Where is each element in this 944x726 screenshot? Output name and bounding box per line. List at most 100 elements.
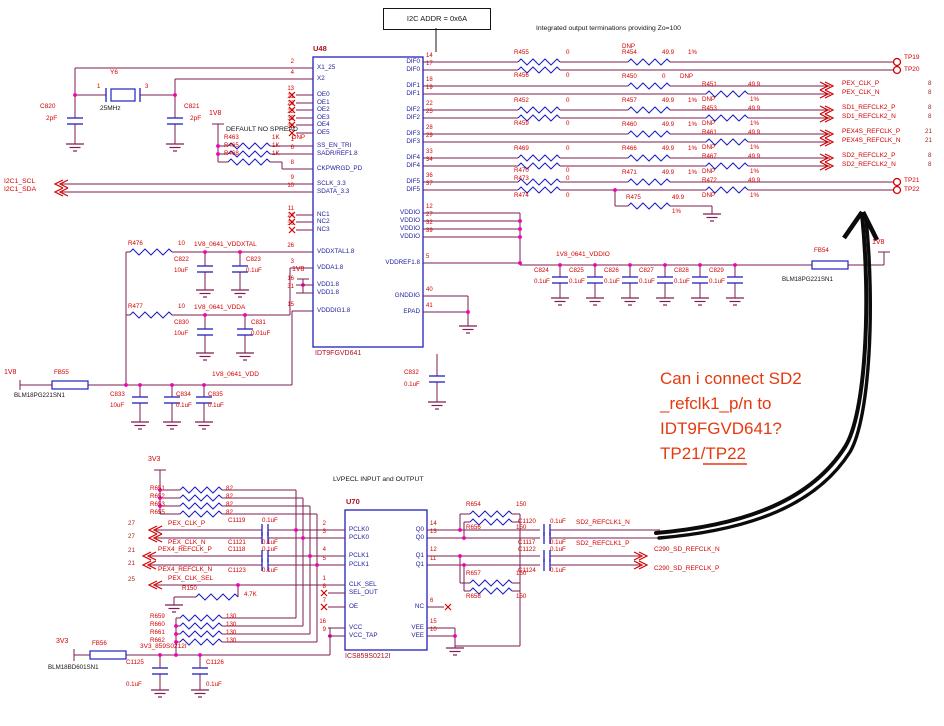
- pin-label-u70-vcc-tap-9: VCC_TAP: [349, 632, 378, 639]
- testpoint-tp21: [892, 177, 902, 187]
- offpage-connector-icon: [819, 113, 830, 123]
- y6-ref: Y6: [110, 69, 118, 76]
- junction-dot: [238, 250, 242, 254]
- hand-drawn-arrow: [657, 216, 873, 540]
- r461-tol: 1%: [750, 144, 759, 151]
- pin-number-u70-10: 10: [430, 627, 437, 633]
- junction-dot: [158, 496, 162, 500]
- testpoint-label-tp20: TP20: [904, 66, 920, 73]
- r452-val: 0: [566, 97, 570, 104]
- crystal-symbol-y6: [110, 88, 136, 102]
- offpage-connector-icon: [152, 580, 163, 590]
- handwritten-annotation: Can i connect SD2 _refclk1_p/n to IDT9FG…: [660, 366, 802, 466]
- junction-dot: [243, 313, 247, 317]
- resistor-symbol-r653: [179, 502, 223, 510]
- offpage-connector-icon: [53, 179, 64, 189]
- pin-number-u48-18: 18: [426, 77, 433, 83]
- offpage-connector-icon: [141, 560, 152, 570]
- r653-ref: R653: [150, 501, 165, 508]
- junction-dot: [158, 504, 162, 508]
- pin-label-u48-x1-25-2: X1_25: [317, 64, 336, 71]
- annotation-line-3: IDT9FGVD641?: [660, 419, 782, 438]
- pin-label-u48-dif3-28: DIF3: [406, 130, 420, 137]
- pin-label-u70-clk-sel-1: CLK_SEL: [349, 581, 377, 588]
- r463-dnp: DNP: [292, 134, 306, 141]
- pin-label-u70-nc-6: NC: [414, 603, 424, 610]
- c1119-ref: C1119: [228, 517, 246, 524]
- r653-val: 82: [226, 501, 233, 508]
- pin-label-u70-q1-12: Q1: [415, 552, 424, 559]
- offpage-connector-icon: [633, 551, 644, 561]
- pin-number-u70-14: 14: [430, 521, 437, 527]
- resistor-symbol-r463: [227, 142, 271, 150]
- pin-number-u48-10: 10: [287, 183, 294, 189]
- offpage-connector-icon: [58, 179, 69, 189]
- pin-number-u48-31: 31: [287, 284, 294, 290]
- net-vdd: 1V8_0641_VDD: [212, 371, 259, 378]
- r454-ref: R454: [622, 49, 637, 56]
- junction-dot: [73, 93, 77, 97]
- net-sd1-refclk2-n: SD1_REFCLK2_N: [842, 113, 896, 120]
- offpage-connector-icon: [824, 161, 835, 171]
- testpoint-label-tp19: TP19: [904, 54, 920, 61]
- page-pex-clk-sel: 25: [128, 576, 135, 583]
- resistor-symbol-r457: [627, 106, 671, 114]
- r452-ref: R452: [514, 97, 529, 104]
- r467-dnp: DNP: [702, 168, 716, 175]
- pin-number-u48-5: 5: [426, 254, 430, 260]
- pin-number-u48-14: 14: [426, 53, 433, 59]
- offpage-connector-icon: [819, 129, 830, 139]
- r654-val: 150: [516, 501, 527, 508]
- pin-number-u70-3: 3: [322, 529, 326, 535]
- junction-dot: [203, 250, 207, 254]
- hand-drawn-arrow-head: [860, 210, 880, 242]
- r476-ref: R476: [128, 240, 143, 247]
- resistor-symbol-r150: [195, 593, 239, 601]
- r476-val: 10: [178, 240, 185, 247]
- pin-number-u70-4: 4: [322, 547, 326, 553]
- resistor-symbol-r456: [517, 66, 561, 74]
- r460-tol: 1%: [688, 121, 697, 128]
- pin-label-u70-pclk1-4: PCLK1: [349, 552, 369, 559]
- flag-1v8-fb55: 1V8: [4, 369, 17, 376]
- pin-number-u48-26: 26: [287, 243, 294, 249]
- r451-dnp: DNP: [702, 96, 716, 103]
- r455-ref: R455: [514, 49, 529, 56]
- offpage-connector-icon: [141, 551, 152, 561]
- resistor-symbol-r461: [705, 138, 749, 146]
- net-pex4s-refclk-p: PEX4S_REFCLK_P: [842, 128, 901, 135]
- r475-ref: R475: [626, 194, 641, 201]
- pin-number-u70-6: 6: [430, 598, 434, 604]
- offpage-connector-icon: [824, 113, 835, 123]
- pin-number-u48-33: 33: [426, 149, 433, 155]
- no-connect-x-icon: [288, 218, 296, 226]
- pin-number-u48-19: 19: [426, 85, 433, 91]
- r450-val: 0: [662, 73, 666, 80]
- pin-number-u70-8: 8: [322, 584, 326, 590]
- pin-number-u48-34: 34: [426, 157, 433, 163]
- r659-ref: R659: [150, 613, 165, 620]
- fb55-part: BLM18PG221SN1: [14, 392, 65, 399]
- net-vdda: 1V8_0641_VDDA: [194, 304, 246, 311]
- resistor-symbol-r459: [517, 114, 561, 122]
- net-pex4-refclk-n: PEX4_REFCLK_N: [158, 566, 213, 573]
- r477-val: 10: [178, 303, 185, 310]
- no-connect-x-icon: [288, 211, 296, 219]
- no-connect-x-icon: [288, 114, 296, 122]
- hand-drawn-arrow: [654, 212, 869, 535]
- c834-ref: C834: [176, 391, 191, 398]
- c1120-val: 0.1uF: [550, 518, 566, 525]
- c1122-val: 0.1uF: [550, 546, 566, 553]
- pin-label-u48-dif2-22: DIF2: [406, 106, 420, 113]
- no-connect-x-icon: [288, 129, 296, 137]
- pin-label-u70-q0-13: Q0: [415, 534, 424, 541]
- junction-dot: [558, 263, 562, 267]
- testpoint-tp22: [892, 185, 902, 195]
- net-pex4-refclk-p: PEX4_REFCLK_P: [158, 546, 212, 553]
- offpage-connector-icon: [146, 551, 157, 561]
- pin-label-u48-oe1-21: OE1: [317, 99, 330, 106]
- y6-pin-1: 1: [97, 84, 101, 90]
- i2c-addr-note-box: I2C ADDR = 0x6A: [383, 8, 491, 30]
- junction-dot: [458, 528, 462, 532]
